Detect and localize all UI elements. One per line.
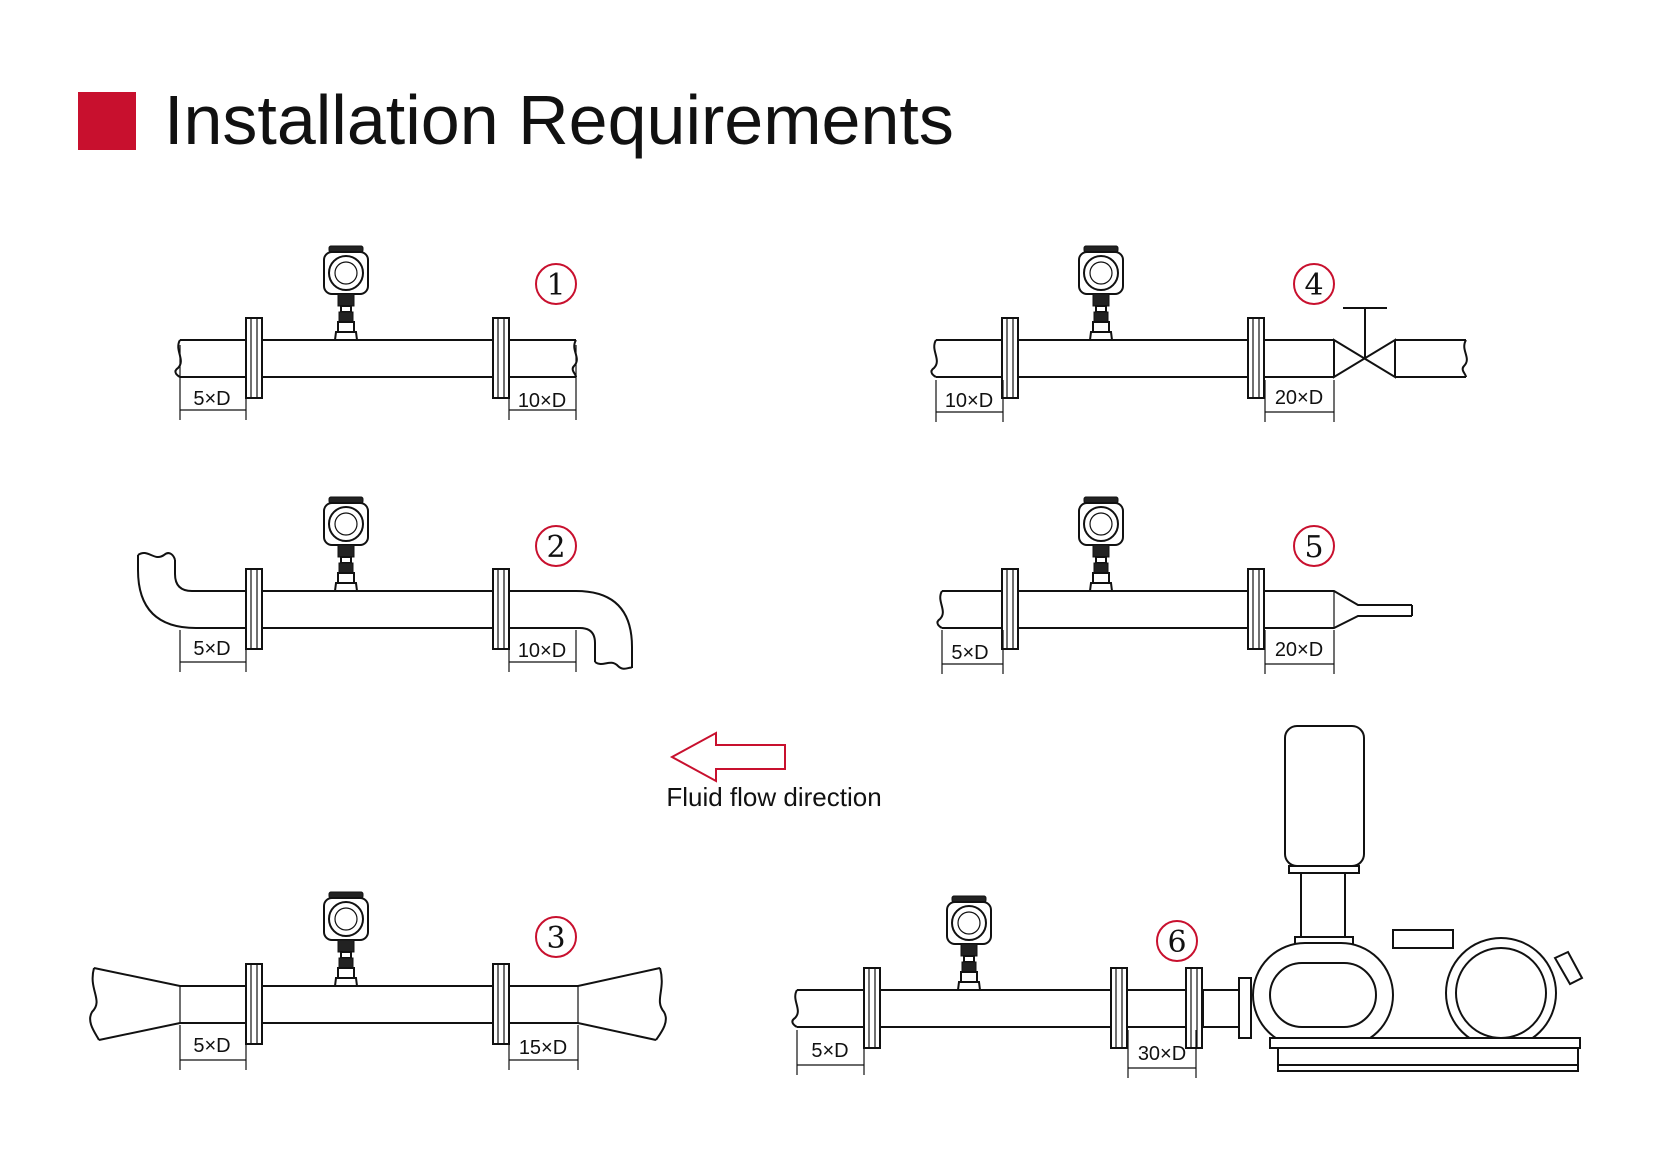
flow-direction: Fluid flow direction <box>666 731 882 812</box>
panel-1-downstream-label: 10×D <box>518 390 566 412</box>
panel-2-number: 2 <box>546 530 565 565</box>
panel-1-number: 1 <box>546 268 565 303</box>
panel-4-upstream-label: 10×D <box>945 390 993 412</box>
panel-4-number: 4 <box>1304 268 1323 303</box>
panel-4-downstream-label: 20×D <box>1275 387 1323 409</box>
panel-3-reducer-expander: 3 5×D 15×D <box>89 891 667 1070</box>
panel-3-number: 3 <box>546 921 565 956</box>
panel-3-upstream-label: 5×D <box>193 1035 230 1057</box>
flow-caption: Fluid flow direction <box>666 782 881 812</box>
panel-2-upstream-label: 5×D <box>193 638 230 660</box>
panel-6-number: 6 <box>1167 925 1186 960</box>
panel-1-straight-pipe: 1 5×D 10×D <box>174 245 578 420</box>
panel-4-valve: 4 10×D 20×D <box>930 245 1468 422</box>
panel-6-pump: 6 5×D 30×D <box>791 725 1584 1078</box>
panel-5-upstream-label: 5×D <box>951 642 988 664</box>
panel-4-number-circle <box>1293 263 1335 305</box>
panel-3-number-circle <box>535 916 577 958</box>
panel-2-elbow-pipes: 2 5×D 10×D <box>137 496 633 672</box>
panel-2-downstream-label: 10×D <box>518 640 566 662</box>
panel-6-number-circle <box>1156 920 1198 962</box>
panel-3-downstream-label: 15×D <box>519 1037 567 1059</box>
panel-2-number-circle <box>535 525 577 567</box>
panel-5-reducer: 5 5×D 20×D <box>936 496 1413 674</box>
panel-5-number-circle <box>1293 525 1335 567</box>
panel-6-upstream-label: 5×D <box>811 1040 848 1062</box>
panel-6-downstream-label: 30×D <box>1138 1043 1186 1065</box>
flow-arrow-icon <box>669 731 786 783</box>
panel-1-number-circle <box>535 263 577 305</box>
page-title: Installation Requirements <box>164 81 954 159</box>
title-square-icon <box>78 92 136 150</box>
panel-5-number: 5 <box>1304 530 1323 565</box>
panel-5-downstream-label: 20×D <box>1275 639 1323 661</box>
pump-motor <box>1284 725 1365 867</box>
panel-1-upstream-label: 5×D <box>193 388 230 410</box>
